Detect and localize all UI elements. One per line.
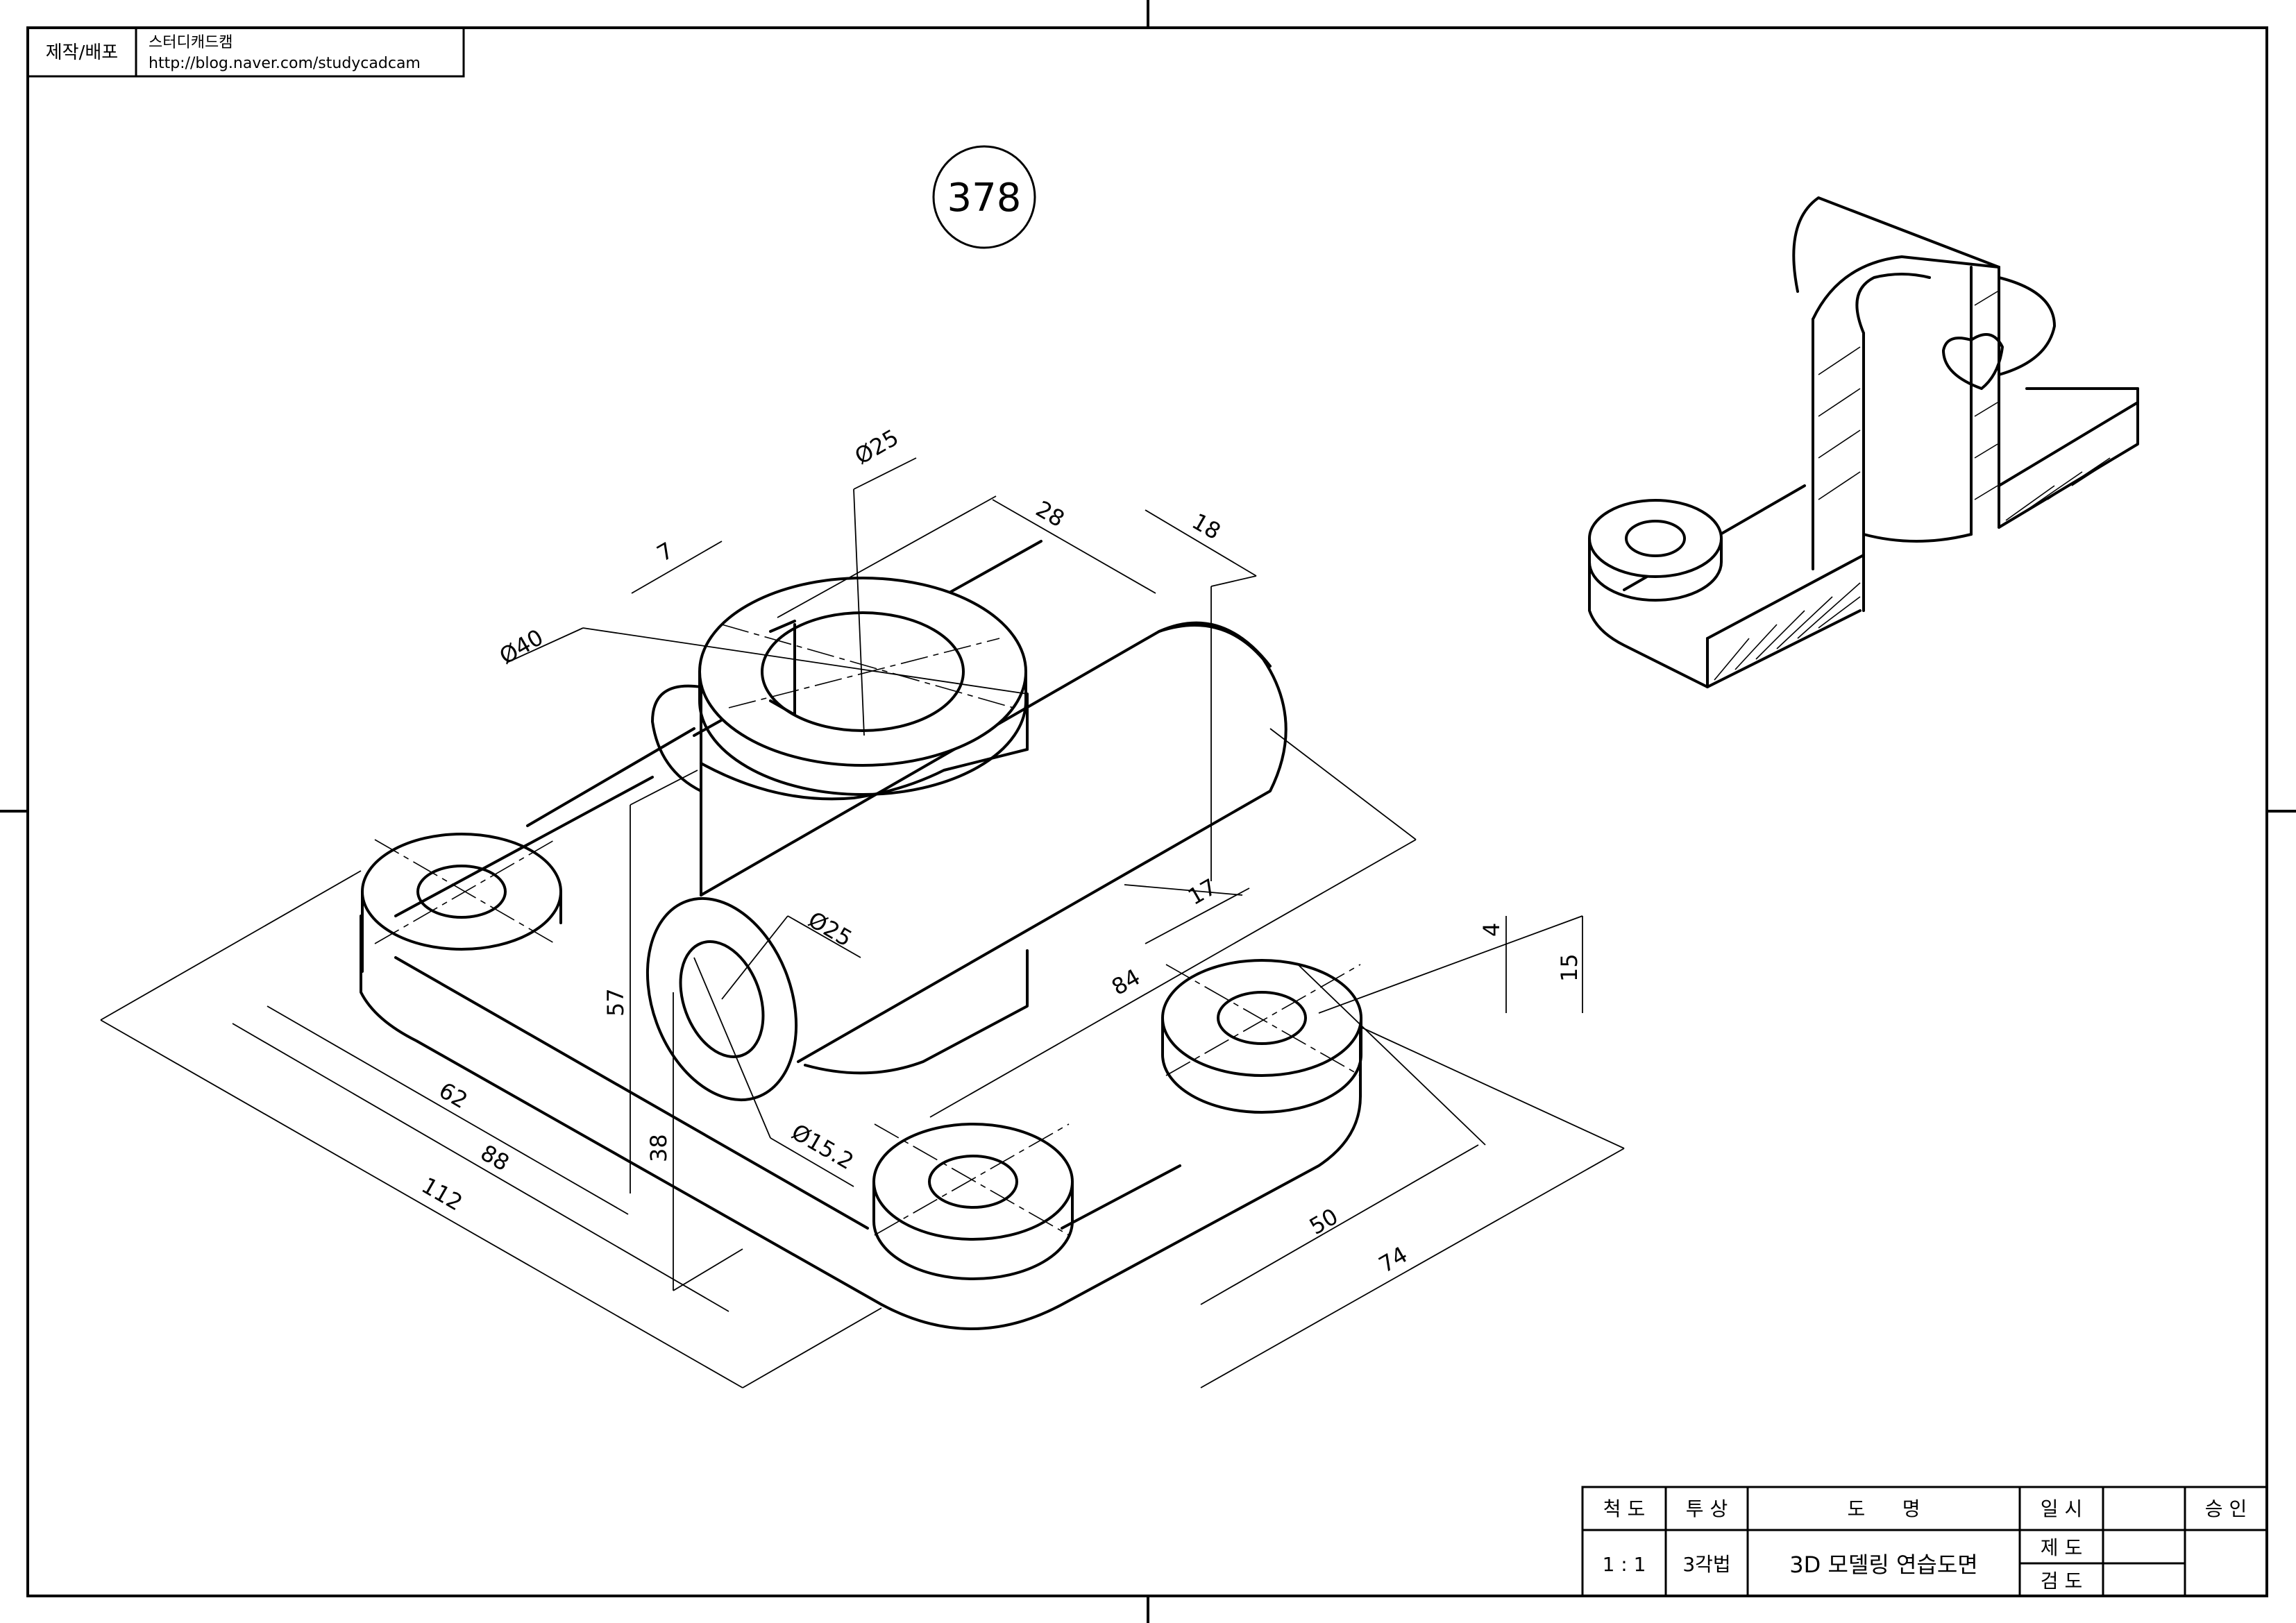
title-header: 도 명 [1848, 1497, 1921, 1520]
dim-diameter-25-top: Ø25 [850, 424, 903, 470]
dim-74: 74 [1374, 1241, 1412, 1278]
scale-header: 척 도 [1603, 1497, 1645, 1520]
drawn-label: 제 도 [2041, 1536, 2082, 1559]
dimension-labels: Ø25 Ø40 7 28 18 Ø25 17 84 4 15 57 38 Ø15… [417, 424, 1582, 1278]
dim-15: 15 [1556, 953, 1582, 982]
dim-diameter-40: Ø40 [495, 624, 548, 670]
header-box: 제작/배포 스터디캐드캠 http://blog.naver.com/study… [26, 26, 465, 78]
dim-18: 18 [1188, 508, 1225, 545]
drawing-number: 378 [947, 176, 1022, 221]
drawing-title: 3D 모델링 연습도면 [1789, 1552, 1977, 1578]
section-view [1588, 196, 2139, 688]
header-label: 제작/배포 [46, 42, 118, 63]
scale-value: 1 : 1 [1603, 1553, 1646, 1576]
title-block [1581, 1486, 2268, 1597]
checked-label: 검 도 [2041, 1570, 2082, 1592]
dim-38: 38 [645, 1134, 672, 1162]
sheet-border [26, 26, 2268, 1597]
dim-57: 57 [602, 988, 629, 1017]
date-header: 일 시 [2041, 1497, 2082, 1520]
dim-7: 7 [652, 537, 678, 567]
drawing-number-bubble: 378 [932, 145, 1036, 249]
dim-4: 4 [1478, 923, 1505, 937]
dim-50: 50 [1305, 1203, 1342, 1240]
dim-diameter-15-2: Ø15.2 [787, 1119, 859, 1175]
dim-112: 112 [417, 1172, 467, 1216]
centerlines [374, 624, 1361, 1236]
dim-62: 62 [434, 1077, 472, 1114]
section-hatching [1714, 291, 2132, 681]
dim-28: 28 [1031, 495, 1069, 532]
header-author: 스터디캐드캠 [149, 34, 233, 51]
approval-header: 승 인 [2205, 1497, 2247, 1520]
projection-value: 3각법 [1682, 1553, 1730, 1576]
main-isometric-view [360, 540, 1362, 1330]
dim-84: 84 [1107, 964, 1145, 1001]
projection-header: 투 상 [1686, 1497, 1728, 1520]
header-url: http://blog.naver.com/studycadcam [149, 55, 421, 72]
dimension-lines [100, 457, 1625, 1388]
dim-17: 17 [1183, 874, 1221, 910]
title-block-text: 척 도 투 상 도 명 일 시 승 인 1 : 1 3각법 3D 모델링 연습도… [1603, 1497, 2247, 1592]
dim-diameter-25-side: Ø25 [804, 906, 856, 952]
